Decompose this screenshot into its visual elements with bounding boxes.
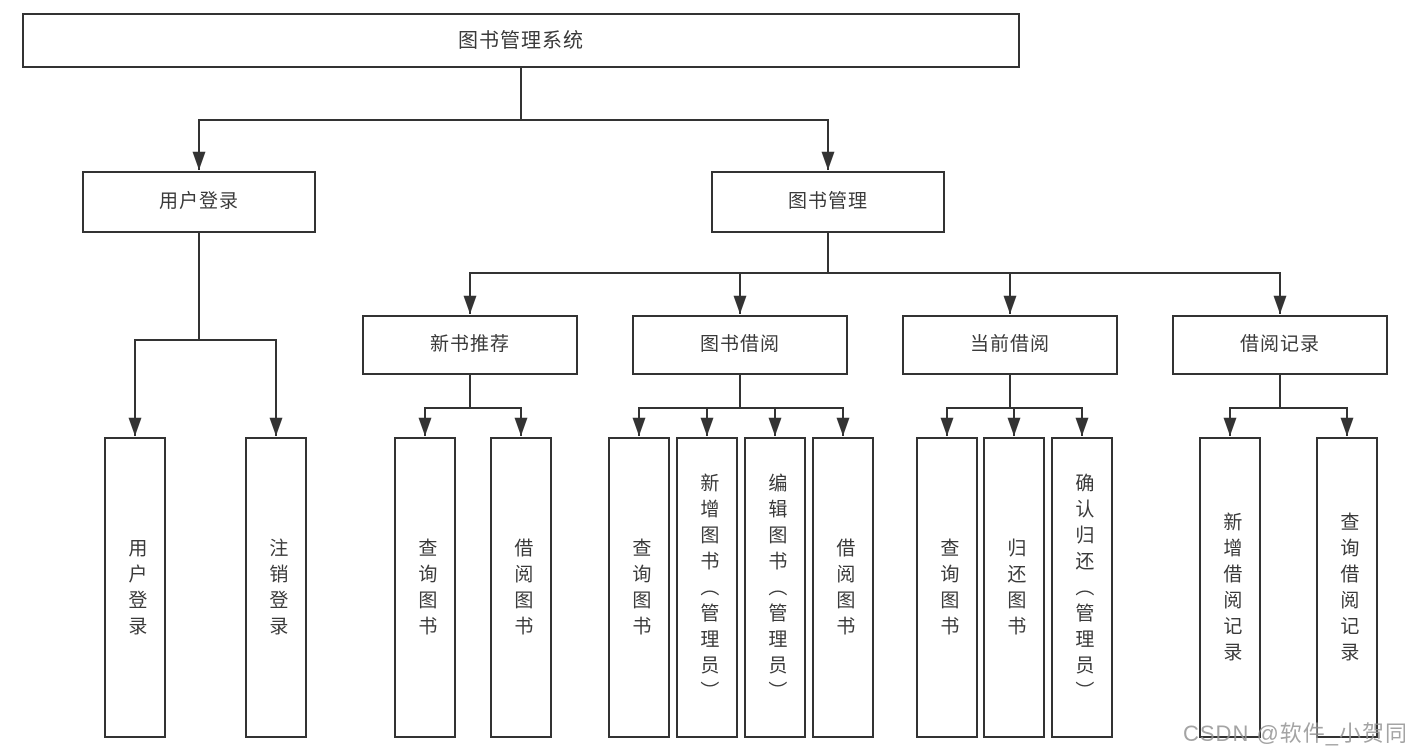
node-leaf-return-book: 归还图书 (983, 437, 1045, 738)
node-new-book-recommend: 新书推荐 (362, 315, 578, 375)
node-leaf-query-books-current: 查询图书 (916, 437, 978, 738)
node-borrow-records: 借阅记录 (1172, 315, 1388, 375)
node-leaf-query-books-recommend: 查询图书 (394, 437, 456, 738)
node-book-management: 图书管理 (711, 171, 945, 233)
node-leaf-logout: 注销登录 (245, 437, 307, 738)
node-leaf-add-borrow-record: 新增借阅记录 (1199, 437, 1261, 738)
node-leaf-edit-book-admin: 编辑图书（管理员） (744, 437, 806, 738)
node-leaf-user-login: 用户登录 (104, 437, 166, 738)
node-book-borrow: 图书借阅 (632, 315, 848, 375)
node-library-system: 图书管理系统 (22, 13, 1020, 68)
node-leaf-query-borrow-record: 查询借阅记录 (1316, 437, 1378, 738)
node-user-login: 用户登录 (82, 171, 316, 233)
node-leaf-confirm-return-admin: 确认归还（管理员） (1051, 437, 1113, 738)
node-leaf-add-book-admin: 新增图书（管理员） (676, 437, 738, 738)
node-current-borrow: 当前借阅 (902, 315, 1118, 375)
csdn-watermark: CSDN @软件_小贺同学 (1183, 721, 1405, 746)
node-leaf-borrow-books-recommend: 借阅图书 (490, 437, 552, 738)
node-leaf-query-books-borrow: 查询图书 (608, 437, 670, 738)
node-leaf-borrow-books: 借阅图书 (812, 437, 874, 738)
